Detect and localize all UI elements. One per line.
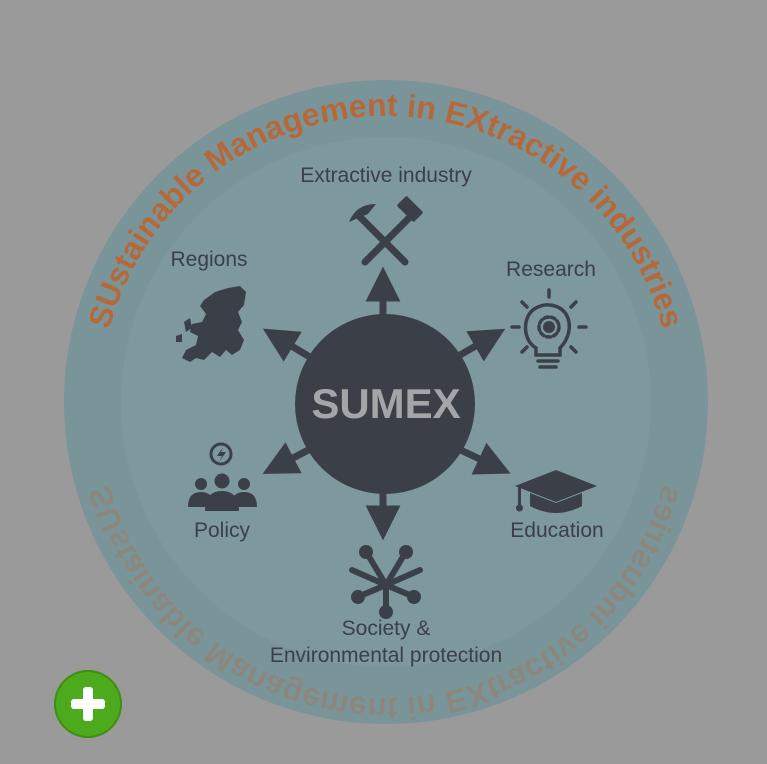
hands-circle-icon bbox=[349, 545, 423, 619]
label-environmental-protection: Environmental protection bbox=[270, 644, 502, 667]
label-policy: Policy bbox=[194, 519, 251, 542]
hub-label: SUMEX bbox=[311, 380, 460, 427]
label-research: Research bbox=[506, 258, 596, 281]
plus-icon-vertical bbox=[83, 687, 93, 721]
label-regions: Regions bbox=[170, 248, 247, 271]
lightbulb-gear-icon bbox=[510, 288, 588, 369]
people-idea-icon bbox=[188, 442, 257, 511]
europe-map-icon bbox=[176, 286, 246, 362]
graduation-cap-icon bbox=[515, 470, 597, 513]
label-extractive-industry: Extractive industry bbox=[300, 164, 472, 187]
add-button[interactable] bbox=[54, 670, 122, 738]
sumex-hub bbox=[295, 314, 475, 494]
label-society: Society & bbox=[342, 617, 431, 640]
label-education: Education bbox=[510, 519, 603, 542]
hammer-pick-icon bbox=[349, 196, 423, 266]
